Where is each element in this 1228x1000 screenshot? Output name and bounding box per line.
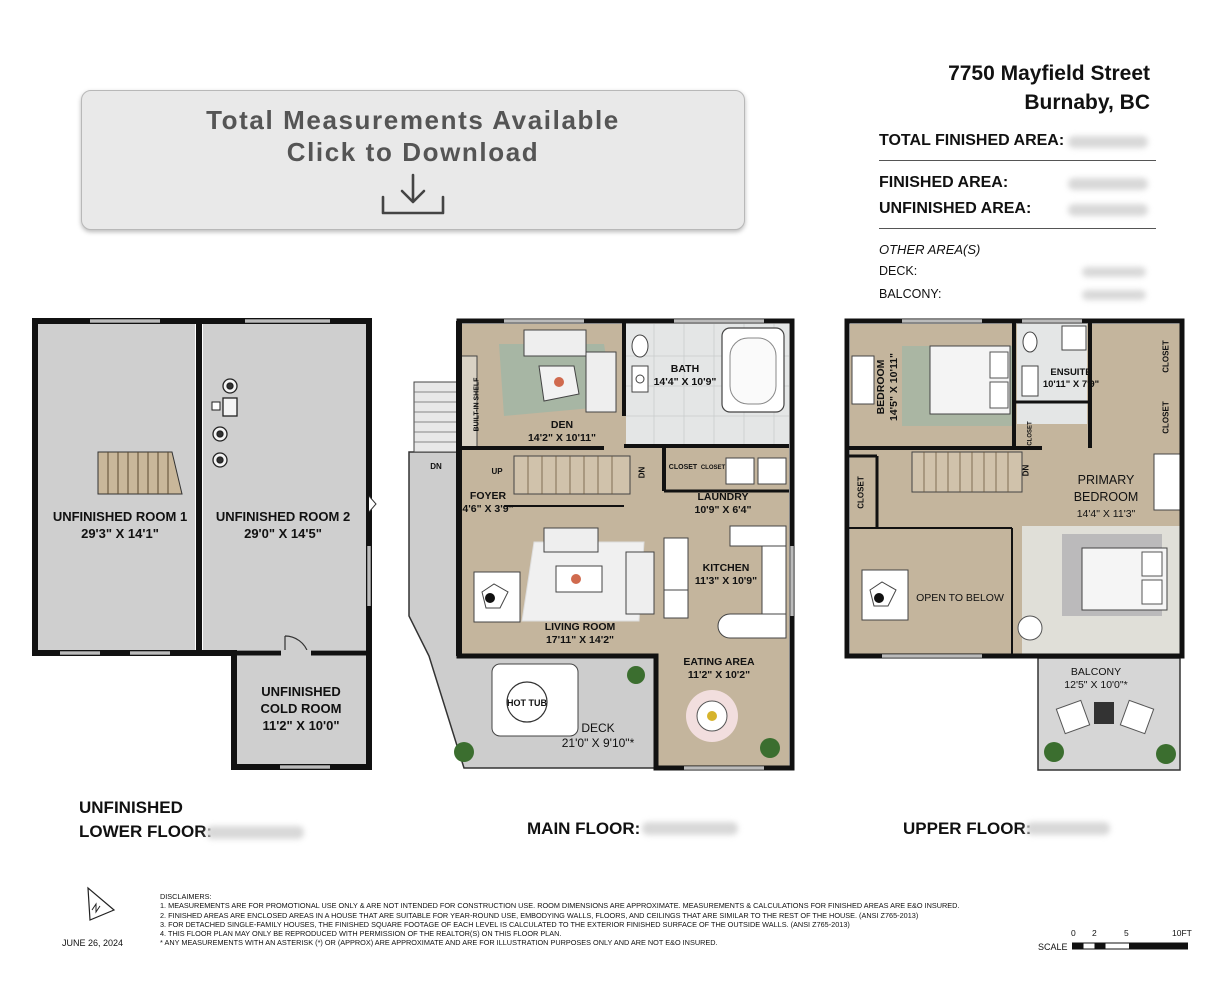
- address-line-1: 7750 Mayfield Street: [948, 62, 1150, 85]
- deck-area-value: [1082, 267, 1146, 277]
- balcony-area-label: BALCONY:: [879, 287, 942, 301]
- divider: [879, 160, 1156, 161]
- stairs-down-label: DN: [1021, 464, 1031, 477]
- banner-line-1: Total Measurements Available: [206, 105, 620, 135]
- scale-bar: [1072, 942, 1188, 950]
- address-line-2: Burnaby, BC: [1024, 91, 1150, 114]
- plan-date: JUNE 26, 2024: [62, 938, 124, 948]
- disclaimer-item: 4. THIS FLOOR PLAN MAY ONLY BE REPRODUCE…: [160, 929, 562, 939]
- hot-tub-label: HOT TUB: [507, 698, 547, 708]
- lower-floor-area-value: [206, 826, 304, 839]
- scale-tick-label: 10FT: [1172, 928, 1192, 938]
- open-to-below-label: OPEN TO BELOW: [916, 592, 1004, 604]
- finished-area-value: [1068, 178, 1148, 190]
- stairs-up-label: UP: [491, 467, 503, 476]
- disclaimers-title: DISCLAIMERS:: [160, 892, 212, 901]
- lower-floor-plan: [32, 318, 377, 770]
- upper-floor-caption: UPPER FLOOR:: [903, 819, 1032, 838]
- built-in-shelf-label: BUILT-IN SHELF: [473, 377, 481, 432]
- disclaimer-item: 3. FOR DETACHED SINGLE-FAMILY HOUSES, TH…: [160, 919, 850, 929]
- download-icon: [381, 173, 445, 215]
- scale-tick-label: 0: [1071, 928, 1076, 938]
- closet-label: CLOSET: [1027, 421, 1034, 446]
- lower-floor-caption-line-2: LOWER FLOOR:: [79, 822, 213, 841]
- lower-floor-caption-line-1: UNFINISHED: [79, 798, 183, 817]
- divider: [879, 228, 1156, 229]
- banner-line-2: Click to Download: [286, 137, 540, 167]
- stairs: [97, 451, 183, 495]
- disclaimer-item: * ANY MEASUREMENTS WITH AN ASTERISK (*) …: [160, 938, 718, 948]
- scale-tick-label: 2: [1092, 928, 1097, 938]
- closet-label: CLOSET: [1161, 401, 1171, 434]
- scale-tick-label: 5: [1124, 928, 1129, 938]
- finished-area-label: FINISHED AREA:: [879, 174, 1009, 191]
- total-finished-area-value: [1068, 136, 1148, 148]
- main-floor-plan: [408, 318, 795, 771]
- stairs-down-label: DN: [637, 466, 647, 479]
- unfinished-area-value: [1068, 204, 1148, 216]
- disclaimers: DISCLAIMERS: 1. MEASUREMENTS ARE FOR PRO…: [160, 892, 990, 948]
- disclaimer-item: 2. FINISHED AREAS ARE ENCLOSED AREAS IN …: [160, 910, 919, 920]
- scale-label: SCALE: [1038, 942, 1068, 952]
- main-floor-area-value: [642, 822, 738, 835]
- main-floor-caption: MAIN FLOOR:: [527, 819, 641, 838]
- upper-floor-area-value: [1026, 822, 1110, 835]
- total-finished-area-label: TOTAL FINISHED AREA:: [879, 132, 1065, 149]
- other-areas-label: OTHER AREA(S): [879, 242, 981, 257]
- upper-floor-plan: [844, 318, 1185, 771]
- unfinished-area-label: UNFINISHED AREA:: [879, 200, 1032, 217]
- closet-label: CLOSET: [856, 476, 866, 509]
- balcony-area-value: [1082, 290, 1146, 300]
- deck-stairs-down-label: DN: [430, 462, 442, 471]
- download-measurements-button[interactable]: Total Measurements Available Click to Do…: [81, 90, 745, 230]
- deck-area-label: DECK:: [879, 264, 918, 278]
- north-arrow-icon: [87, 886, 116, 921]
- closet-label: CLOSET: [668, 464, 698, 471]
- closet-label: CLOSET: [1161, 340, 1171, 373]
- disclaimer-item: 1. MEASUREMENTS ARE FOR PROMOTIONAL USE …: [160, 901, 960, 911]
- closet-label: CLOSET: [700, 465, 726, 471]
